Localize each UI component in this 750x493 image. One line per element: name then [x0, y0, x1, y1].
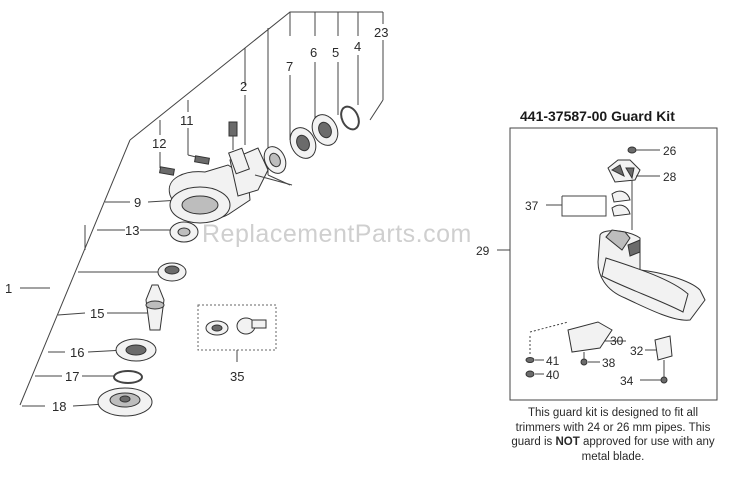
- callout-41: 41: [546, 354, 560, 368]
- callout-6: 6: [310, 45, 317, 60]
- guard-kit-note: This guard kit is designed to fit all tr…: [510, 406, 716, 464]
- callout-35: 35: [230, 369, 244, 384]
- callout-1: 1: [5, 281, 12, 296]
- callout-16: 16: [70, 345, 84, 360]
- gearhead-assembly: [97, 105, 360, 417]
- callout-26: 26: [663, 144, 677, 158]
- callout-38: 38: [602, 356, 616, 370]
- callout-32: 32: [630, 344, 644, 358]
- callout-15: 15: [90, 306, 104, 321]
- callout-7: 7: [286, 59, 293, 74]
- callout-18: 18: [52, 399, 66, 414]
- callout-23: 23: [374, 25, 388, 40]
- callout-34: 34: [620, 374, 634, 388]
- part-35-box: [197, 304, 277, 362]
- callout-5: 5: [332, 45, 339, 60]
- callout-17: 17: [65, 369, 79, 384]
- callout-12: 12: [152, 136, 166, 151]
- guard-kit-panel: [497, 127, 718, 401]
- callout-30: 30: [610, 334, 624, 348]
- callout-4: 4: [354, 39, 361, 54]
- watermark: ReplacementParts.com: [202, 220, 472, 248]
- note-text-1: This guard kit is designed to fit all tr…: [511, 407, 711, 448]
- callouts: 441-37587-00 Guard Kit 23 4 5 6 7 2 11 1…: [5, 25, 677, 414]
- callout-37: 37: [525, 199, 539, 213]
- callout-9: 9: [134, 195, 141, 210]
- guard-kit-title: 441-37587-00 Guard Kit: [520, 108, 675, 124]
- callout-40: 40: [546, 368, 560, 382]
- callout-28: 28: [663, 170, 677, 184]
- callout-13: 13: [125, 223, 139, 238]
- callout-11: 11: [180, 113, 194, 128]
- note-text-2: approved for use with any metal blade.: [579, 436, 715, 463]
- note-text-emphasis: NOT: [555, 436, 580, 448]
- callout-29: 29: [476, 244, 490, 258]
- callout-2: 2: [240, 79, 247, 94]
